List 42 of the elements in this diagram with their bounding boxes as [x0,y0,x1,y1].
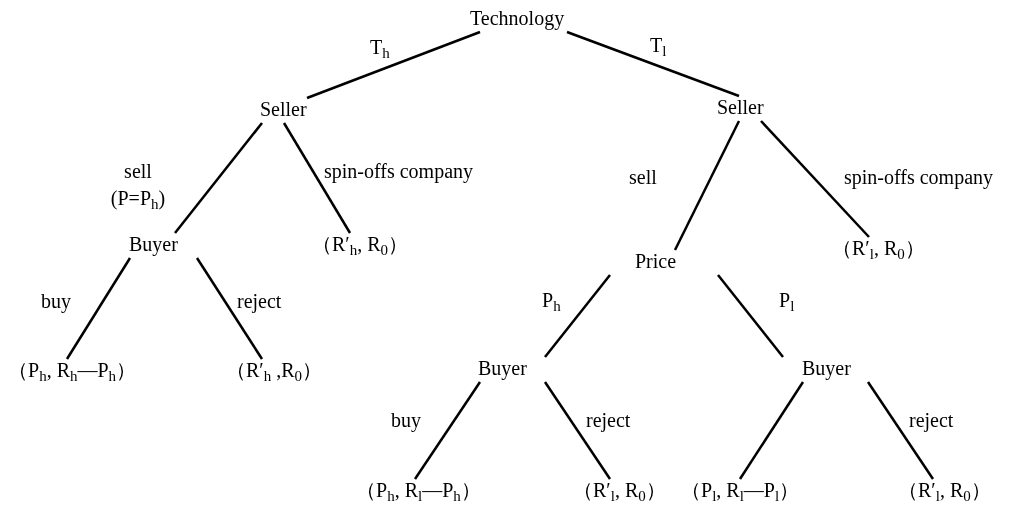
edge-label: T$_{h}$ [370,35,390,61]
tree-branch-line [195,257,264,360]
edge-label: spin-offs company [844,165,994,191]
edge-label: sell (P=P$_{h}$) [109,159,167,212]
node-text: （R′$_{h}$, R$_{0}$） [312,232,409,256]
tree-branch-line [413,381,482,480]
tree-branch-line [543,381,612,480]
edge-label: spin-offs company [324,159,474,185]
node-text: （R′$_{l}$, R$_{0}$） [832,236,925,260]
node-text: Seller [260,97,307,121]
node-text: （P$_{l}$, R$_{l}$—P$_{l}$） [681,478,800,502]
edge-label: reject [586,408,631,434]
edge-label: sell [629,165,657,190]
node-text: （P$_{h}$, R$_{h}$—P$_{h}$） [8,358,137,382]
tree-branch-line [566,30,740,98]
node-text: Buyer [129,232,178,256]
node-text: Buyer [478,356,527,380]
tree-branch-line [544,274,611,358]
node-text: （R′$_{h}$ ,R$_{0}$） [226,358,323,382]
tree-branch-line [760,120,870,238]
node-text: Seller [717,95,764,119]
tree-branch-line [65,257,132,360]
node-text: Price [635,249,677,273]
node-text: Technology [470,6,565,30]
tree-branch-line [673,120,741,251]
tree-branch-line [174,122,263,234]
node-text: （R′$_{l}$, R$_{0}$） [573,478,666,502]
tree-branch-line [306,30,481,100]
edge-label: P$_{l}$ [779,288,795,314]
node-text: （P$_{h}$, R$_{l}$—P$_{h}$） [356,478,481,502]
tree-branch-line [738,381,805,480]
edge-label: buy [391,408,421,434]
edge-label: reject [237,289,282,315]
edge-label: P$_{h}$ [542,288,561,314]
node-text: （R′$_{l}$, R$_{0}$） [898,478,991,502]
tree-branch-line [717,274,784,358]
tree-branch-line [866,381,935,480]
edge-label: buy [41,289,71,315]
node-text: Buyer [802,356,851,380]
edge-label: reject [909,408,954,434]
edge-label: T$_{l}$ [650,33,667,59]
tree-branch-line [282,122,352,234]
